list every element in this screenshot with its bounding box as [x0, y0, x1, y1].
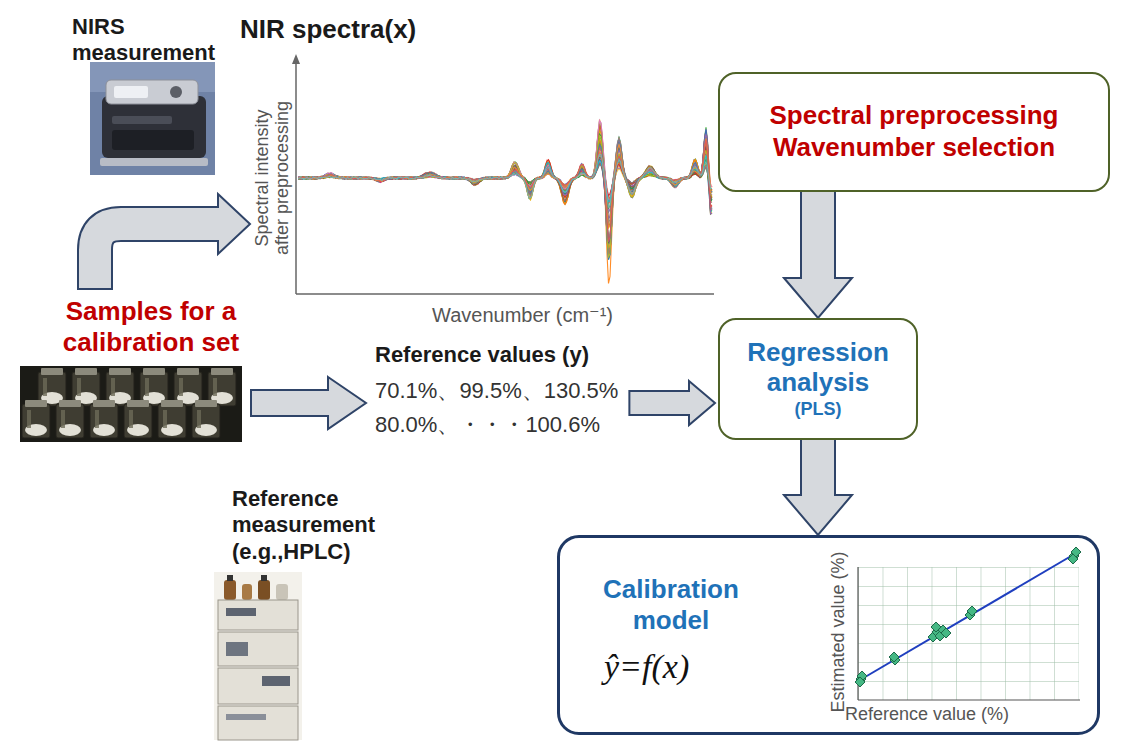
spectrum-line — [298, 139, 712, 258]
nirs-instrument-photo — [90, 62, 215, 175]
spectrum-line — [298, 131, 712, 245]
process-box: Spectral preprocessing Wavenumber select… — [718, 72, 1110, 192]
value-list: 70.1%、99.5%、130.5% — [375, 376, 618, 406]
spectrum-line — [298, 126, 712, 241]
spectrum-line — [298, 127, 712, 245]
spectrum-line — [298, 125, 712, 240]
spectrum-line — [298, 129, 712, 259]
process-box: Regression analysis(PLS) — [718, 318, 918, 440]
arrow-head — [784, 495, 852, 535]
spectrum-line — [298, 136, 712, 258]
spectra-axes — [292, 54, 714, 294]
axis-label: Reference value (%) — [845, 704, 1009, 725]
box-text: (PLS) — [795, 399, 842, 420]
spectrum-line — [298, 120, 712, 200]
flow-connector — [784, 190, 852, 318]
value-list: 80.0%、・・・100.6% — [375, 410, 600, 440]
spectrum-line — [298, 138, 712, 222]
spectrum-line — [298, 138, 712, 211]
spectrum-line — [298, 134, 712, 219]
spectrum-line — [298, 143, 712, 202]
spectrum-line — [298, 138, 712, 242]
calibration-chart — [855, 547, 1081, 700]
spectrum-line — [298, 131, 712, 248]
spectrum-line — [298, 148, 712, 257]
box-title: Calibration model — [586, 574, 756, 636]
instrument-label: NIRS measurement — [72, 14, 232, 67]
flow-connector — [784, 438, 852, 535]
spectrum-line — [298, 148, 712, 206]
spectrum-line — [298, 137, 712, 212]
spectrum-line — [298, 134, 712, 243]
spectrum-line — [298, 140, 712, 258]
sample-vials-photo — [20, 366, 242, 442]
box-title: Spectral preprocessing Wavenumber select… — [744, 100, 1084, 163]
instrument-label: Reference measurement (e.g.,HPLC) — [232, 486, 410, 565]
box-title: Regression analysis — [732, 338, 904, 398]
spectrum-line — [298, 140, 712, 250]
connector-fill — [802, 190, 834, 280]
flow-arrow — [628, 381, 715, 425]
flow-arrow — [250, 377, 366, 429]
spectrum-line — [298, 124, 712, 284]
connector-fill — [802, 438, 834, 497]
axis-label: Spectral intensity after preprocessing — [253, 96, 293, 261]
spectrum-line — [298, 140, 712, 227]
spectra-lines — [298, 120, 712, 284]
spectrum-line — [298, 131, 712, 255]
data-heading: Reference values (y) — [375, 342, 589, 368]
spectrum-line — [298, 127, 712, 243]
spectrum-line — [298, 138, 712, 227]
spectrum-line — [298, 121, 712, 241]
axis-label: Wavenumber (cm⁻¹) — [432, 303, 613, 327]
hplc-photo — [214, 572, 302, 740]
spectrum-line — [298, 121, 712, 199]
spectrum-line — [298, 131, 712, 258]
spectrum-line — [298, 140, 712, 242]
spectrum-line — [298, 154, 712, 207]
plot-title: NIR spectra(x) — [240, 14, 416, 45]
sample-label: Samples for a calibration set — [20, 296, 282, 358]
axis-label: Estimated value (%) — [828, 551, 849, 712]
arrow-head — [784, 278, 852, 318]
flow-arrow — [95, 194, 250, 290]
box-text: ŷ=f(x) — [586, 648, 794, 686]
